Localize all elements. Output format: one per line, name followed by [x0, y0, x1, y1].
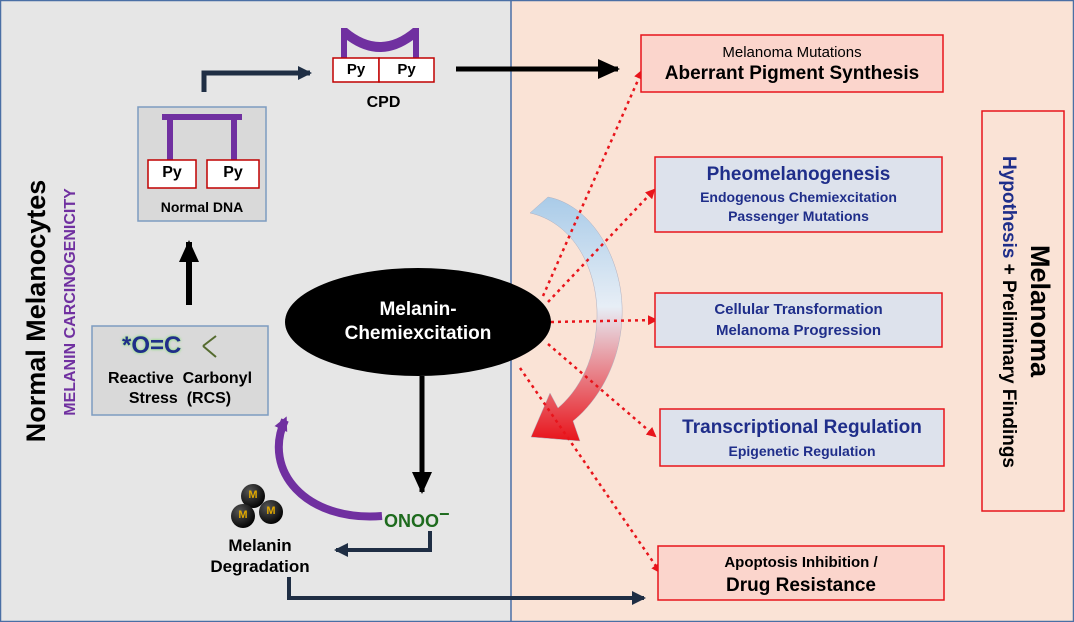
outcome-transformation-line2: Melanoma Progression [715, 322, 882, 339]
arrow-dna-to-cpd [201, 66, 312, 92]
melanin-degradation-line1: Melanin [228, 536, 292, 555]
arrow-degradation-to-drug-resistance [287, 577, 646, 605]
cpd-py-box-right [378, 57, 435, 83]
outcome-transformation-line1: Cellular Transformation [714, 301, 883, 318]
dna-leg-right [231, 114, 237, 161]
peroxynitrite-text: ONOO [384, 511, 440, 531]
outcome-mutations-line1: Melanoma Mutations [722, 44, 862, 61]
outcome-box-apoptosis [657, 545, 945, 601]
outcome-pheomelanogenesis-line3: Passenger Mutations [728, 208, 869, 224]
peroxynitrite-charge: − [439, 504, 450, 524]
rcs-line2: Stress (RCS) [128, 390, 232, 407]
dna-py-box-right [206, 159, 260, 189]
granule-letter: M [248, 489, 258, 501]
outcome-box-mutations [640, 34, 944, 93]
melanin-granule [259, 500, 283, 524]
dotted-arrow-transcription [547, 343, 657, 438]
feedback-curved-arrow [529, 196, 623, 442]
melanin-degradation-line2: Degradation [210, 557, 310, 576]
granule-letter: M [266, 505, 276, 517]
cpd-py-left: Py [346, 61, 366, 78]
outcome-mutations-line2: Aberrant Pigment Synthesis [664, 63, 920, 84]
left-panel-title: Normal Melanocytes [21, 179, 51, 443]
dna-bar [162, 114, 242, 120]
left-panel-subtitle: MELANIN CARCINOGENICITY [62, 188, 79, 416]
outcome-transcription-line2: Epigenetic Regulation [728, 443, 876, 459]
dna-leg-left [167, 114, 173, 161]
dna-py-box-left [147, 159, 197, 189]
melanoma-title-box [981, 110, 1065, 512]
arrow-onoo-to-degradation [334, 531, 432, 557]
right-panel-subtitle: Hypothesis + Preliminary Findings [996, 127, 1020, 497]
right-panel-title: Melanoma [1025, 244, 1055, 378]
center-node-line1: Melanin- [379, 299, 457, 320]
cpd-py-right: Py [397, 61, 416, 78]
outcome-box-transformation [654, 292, 943, 348]
red-dotted-arrows [518, 69, 662, 574]
outcome-apoptosis-line1: Apoptosis Inhibition / [724, 554, 878, 571]
rcs-formula-star: * [122, 332, 132, 359]
cpd-label: CPD [366, 94, 401, 111]
carbonyl-bonds [202, 335, 217, 358]
outcome-pheomelanogenesis-line1: Pheomelanogenesis [706, 164, 891, 185]
rcs-box [91, 325, 269, 416]
outcome-transcription-line1: Transcriptional Regulation [682, 417, 922, 438]
rcs-formula-main: O=C [131, 332, 182, 359]
outcome-box-transcription [659, 408, 945, 467]
outcome-box-pheomelanogenesis [654, 156, 943, 233]
outcome-apoptosis-line2: Drug Resistance [726, 575, 876, 596]
outcome-pheomelanogenesis-line2: Endogenous Chemiexcitation [700, 189, 897, 205]
rcs-line1: Reactive Carbonyl [107, 370, 253, 387]
right-panel-subtitle-part2: + Preliminary Findings [998, 258, 1019, 468]
peroxynitrite-label: ONOO− [384, 504, 474, 532]
melanin-granule [241, 484, 265, 508]
dotted-arrow-pheomelanogenesis [547, 188, 656, 303]
arrow-onoo-to-rcs [274, 416, 383, 521]
right-panel-subtitle-part1: Hypothesis [998, 155, 1019, 259]
center-ellipse [285, 268, 551, 376]
cpd-arch [341, 28, 419, 58]
center-node-line2: Chemiexcitation [344, 323, 492, 344]
dna-py-right: Py [223, 164, 243, 181]
dna-py-left: Py [162, 164, 182, 181]
melanin-granule [231, 504, 255, 528]
normal-dna-label: Normal DNA [160, 199, 244, 215]
dotted-arrow-mutations [541, 69, 644, 297]
rcs-formula: *O=C [122, 332, 206, 360]
granule-letter: M [238, 509, 248, 521]
